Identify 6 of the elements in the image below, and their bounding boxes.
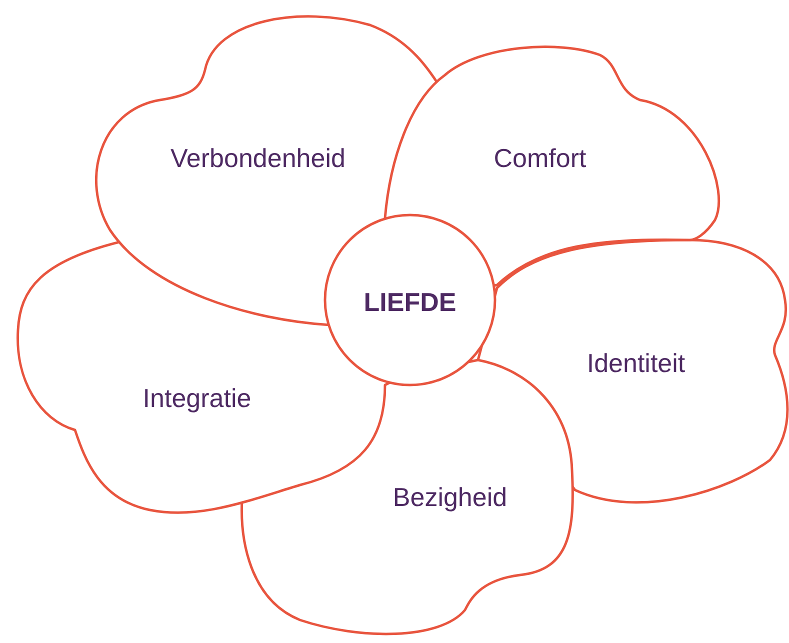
- petal-label: Integratie: [142, 385, 252, 411]
- center-label: LIEFDE: [364, 289, 456, 315]
- petal-label: Bezigheid: [392, 484, 508, 510]
- petal-label: Verbondenheid: [170, 145, 346, 171]
- petal-label: Comfort: [494, 145, 586, 171]
- petal-label: Identiteit: [586, 350, 686, 376]
